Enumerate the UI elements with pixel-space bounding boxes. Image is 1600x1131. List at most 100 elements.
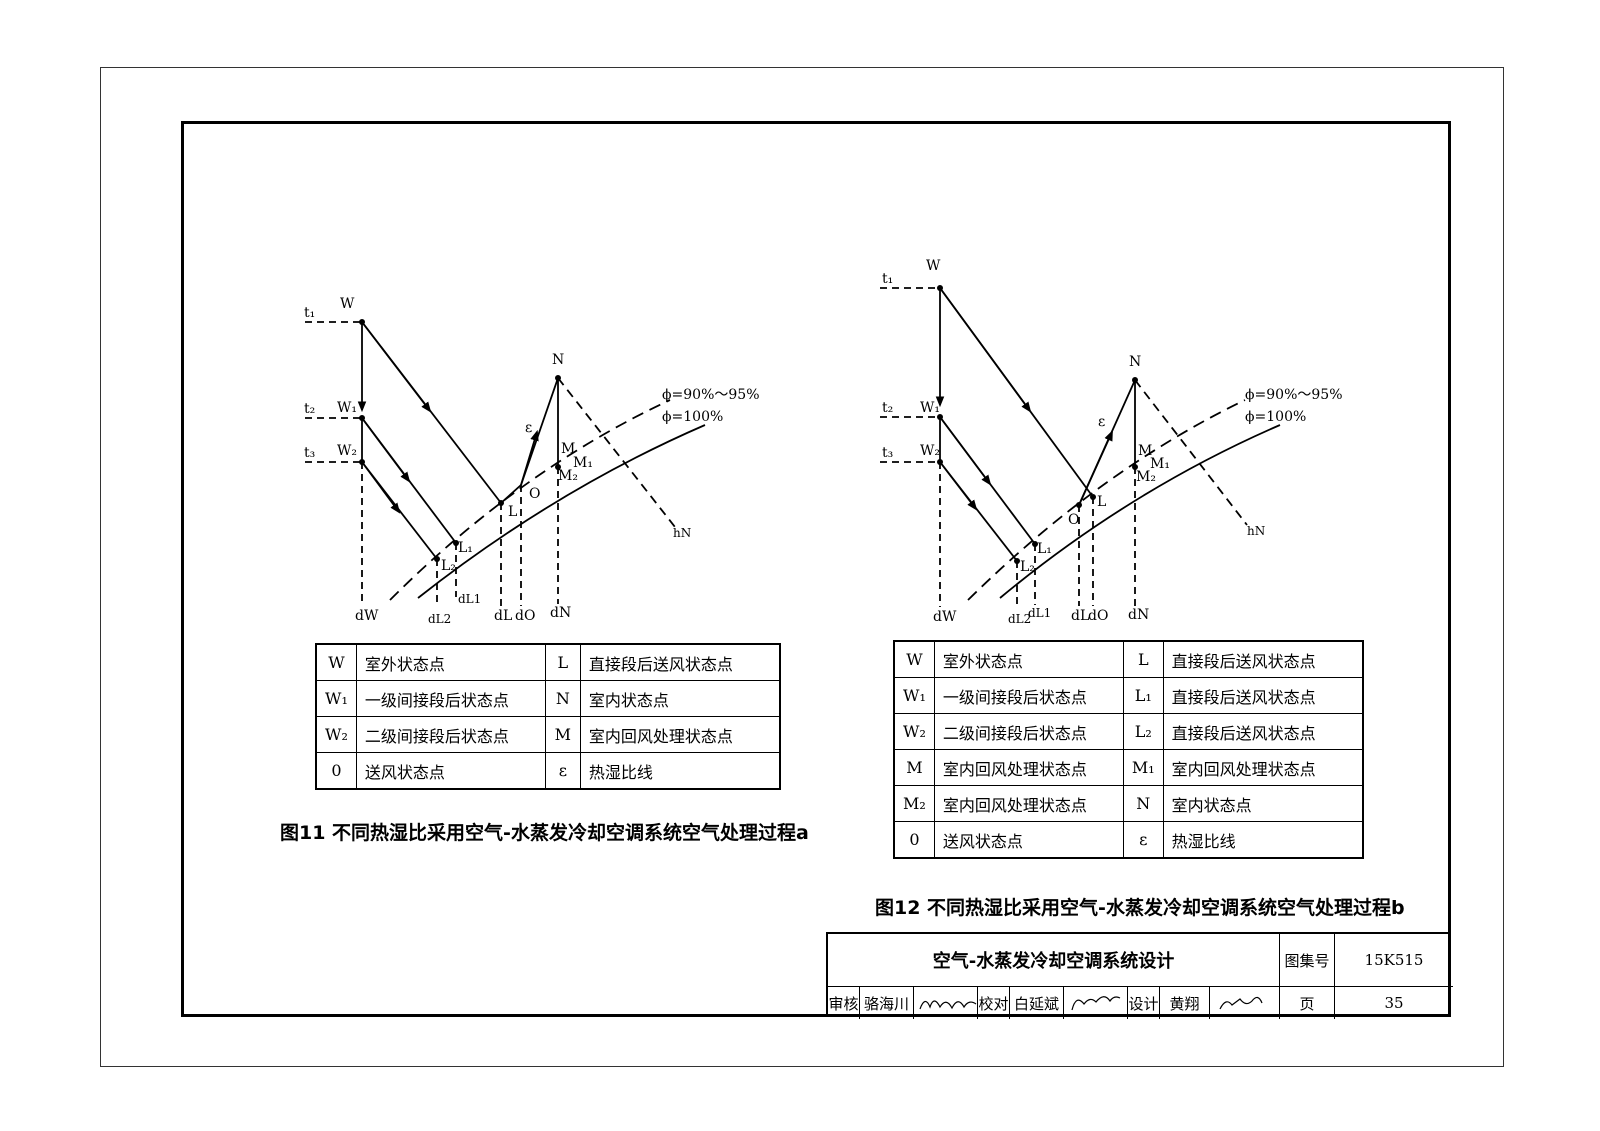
table-row: W 室外状态点 L 直接段后送风状态点 <box>315 643 781 681</box>
review-label: 审核 <box>828 987 860 1019</box>
label-w2: W₂ <box>337 443 357 459</box>
review-signature-cell <box>914 987 978 1019</box>
label-w: W <box>340 296 355 312</box>
figure-12-labels: t₁ t₂ t₃ W W₁ W₂ N M M₁ M₂ L L₁ L₂ O ε ϕ… <box>882 258 1343 626</box>
o-n-line <box>1078 379 1136 506</box>
atlas-number-label: 图集号 <box>1280 934 1335 987</box>
point-w1 <box>937 414 943 420</box>
phi-100-curve <box>417 424 706 599</box>
title-block: 空气-水蒸发冷却空调系统设计 图集号 15K515 审核 骆海川 校对 白延斌 … <box>826 932 1453 1019</box>
drawing-title: 空气-水蒸发冷却空调系统设计 <box>828 934 1280 987</box>
drawing-frame <box>181 121 1451 1017</box>
label-hn: hN <box>673 526 691 540</box>
point-w2 <box>359 459 365 465</box>
table-row: 0 送风状态点 ε 热湿比线 <box>315 752 781 790</box>
design-signature-cell <box>1210 987 1280 1019</box>
label-phi-90-95: ϕ=90%～95% <box>662 387 760 403</box>
label-m2: M₂ <box>1136 469 1156 485</box>
label-o: O <box>1068 512 1079 528</box>
label-dl2: dL2 <box>1008 612 1031 626</box>
label-t2: t₂ <box>304 401 315 417</box>
phi-90-95-curve <box>967 399 1246 601</box>
point-l2 <box>1014 558 1020 564</box>
label-epsilon: ε <box>525 420 532 436</box>
label-t3: t₃ <box>882 445 893 461</box>
label-l: L <box>508 504 517 520</box>
label-l1: L₁ <box>1037 541 1052 557</box>
table-row: 0 送风状态点 ε 热湿比线 <box>893 821 1364 859</box>
atlas-number: 15K515 <box>1335 934 1453 987</box>
point-n <box>1132 377 1138 383</box>
point-l2 <box>434 556 440 562</box>
label-t2: t₂ <box>882 400 893 416</box>
label-phi-90-95: ϕ=90%～95% <box>1245 387 1343 403</box>
label-m: M <box>561 441 575 457</box>
table-row: W₂ 二级间接段后状态点 L₂ 直接段后送风状态点 <box>893 713 1364 750</box>
o-n-line <box>520 377 559 486</box>
point-l1 <box>453 540 459 546</box>
figure-12-legend-table: W 室外状态点 L 直接段后送风状态点 W₁ 一级间接段后状态点 L₁ 直接段后… <box>893 640 1364 859</box>
label-n: N <box>552 352 564 368</box>
label-t1: t₁ <box>882 271 893 287</box>
point-w2 <box>937 459 943 465</box>
label-w1: W₁ <box>337 400 357 416</box>
phi-90-95-curve <box>389 399 671 601</box>
signatures <box>919 996 1263 1011</box>
w1-l1-arrow <box>361 417 411 483</box>
point-w <box>359 319 365 325</box>
figure-11-legend-table: W 室外状态点 L 直接段后送风状态点 W₁ 一级间接段后状态点 N 室内状态点… <box>315 643 781 790</box>
table-row: M 室内回风处理状态点 M₁ 室内回风处理状态点 <box>893 749 1364 786</box>
label-l2: L₂ <box>1020 559 1035 575</box>
figure-11-labels: t₁ t₂ t₃ W W₁ W₂ N M M₁ M₂ L L₁ L₂ O ε ϕ… <box>304 296 760 626</box>
label-l1: L₁ <box>458 540 473 556</box>
point-o <box>1076 502 1082 508</box>
w-l-arrow <box>361 321 432 413</box>
label-dn: dN <box>550 605 571 621</box>
label-n: N <box>1129 354 1141 370</box>
label-w2: W₂ <box>920 443 940 459</box>
label-t1: t₁ <box>304 305 315 321</box>
label-w: W <box>926 258 941 274</box>
table-row: W₂ 二级间接段后状态点 M 室内回风处理状态点 <box>315 716 781 753</box>
label-dl1: dL1 <box>1028 606 1051 620</box>
l-o-line <box>500 484 522 504</box>
hn-line <box>1134 379 1248 526</box>
page-number: 35 <box>1384 994 1404 1012</box>
label-l: L <box>1097 494 1106 510</box>
hn-line <box>557 377 676 528</box>
sheet-outer-border <box>100 67 1504 1067</box>
point-w <box>937 285 943 291</box>
point-n <box>555 375 561 381</box>
w1-l1-arrow <box>939 416 992 486</box>
label-phi-100: ϕ=100% <box>662 409 723 425</box>
design-label: 设计 <box>1128 987 1160 1019</box>
figure-12-caption: 图12 不同热湿比采用空气-水蒸发冷却空调系统空气处理过程b <box>875 897 1405 919</box>
point-l1 <box>1032 541 1038 547</box>
label-l2: L₂ <box>441 558 456 574</box>
check-signature-cell <box>1064 987 1128 1019</box>
w-l-arrow <box>939 287 1032 413</box>
w2-l2-arrow <box>939 461 978 511</box>
point-l <box>498 500 504 506</box>
figure-11-diagram <box>305 319 706 606</box>
point-m <box>1132 464 1138 470</box>
table-row: W₁ 一级间接段后状态点 L₁ 直接段后送风状态点 <box>893 677 1364 714</box>
review-signature <box>919 1000 977 1010</box>
label-dw: dW <box>933 609 957 625</box>
label-m: M <box>1138 443 1152 459</box>
point-w1 <box>359 415 365 421</box>
label-dl1: dL1 <box>458 592 481 606</box>
label-m1: M₁ <box>1150 456 1170 472</box>
label-epsilon: ε <box>1098 414 1105 430</box>
check-name: 白延斌 <box>1010 987 1064 1019</box>
figure-11-caption: 图11 不同热湿比采用空气-水蒸发冷却空调系统空气处理过程a <box>280 822 809 844</box>
label-m1: M₁ <box>573 455 593 471</box>
label-phi-100: ϕ=100% <box>1245 409 1306 425</box>
check-label: 校对 <box>978 987 1010 1019</box>
table-row: W₁ 一级间接段后状态点 N 室内状态点 <box>315 680 781 717</box>
design-name: 黄翔 <box>1160 987 1210 1019</box>
label-dl: dL <box>1071 608 1089 624</box>
label-o: O <box>529 486 540 502</box>
label-m2: M₂ <box>558 468 578 484</box>
